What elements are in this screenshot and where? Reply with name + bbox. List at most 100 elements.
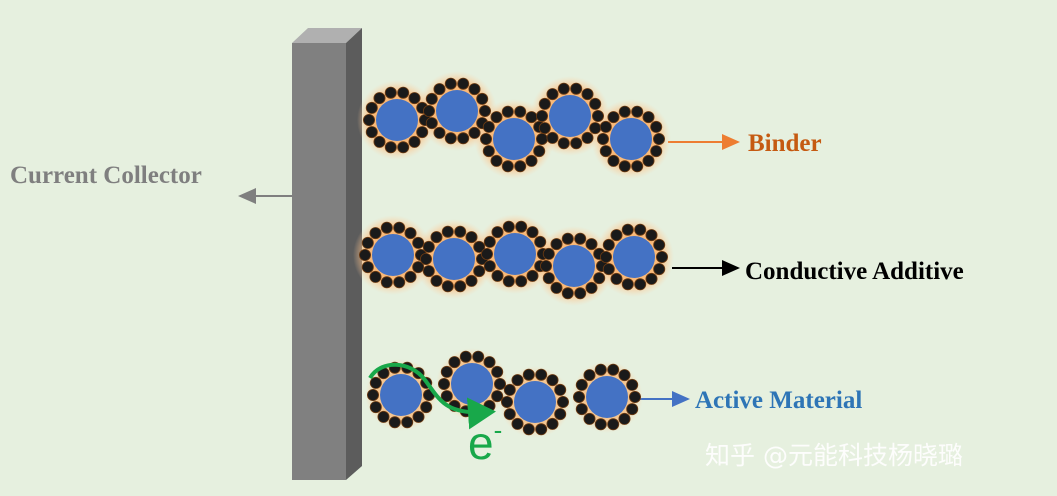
conductive-additive-dot	[554, 408, 567, 421]
conductive-additive-dot	[491, 269, 504, 282]
electron-path	[368, 362, 496, 430]
conductive-additive-dot	[412, 410, 425, 423]
conductive-additive-dot	[650, 145, 663, 158]
conductive-additive-dot	[369, 270, 382, 283]
conductive-additive-dot	[408, 92, 421, 105]
conductive-row	[353, 214, 674, 306]
conductive-additive-dot	[642, 154, 655, 167]
active-material-sphere	[549, 95, 591, 137]
conductive-additive-dot	[602, 238, 615, 251]
conductive-additive-dot	[483, 399, 496, 412]
conductive-additive-dot	[422, 265, 435, 278]
conductive-additive-dot	[373, 92, 386, 105]
conductive-additive-dot	[634, 223, 647, 236]
conductive-additive-dot	[501, 160, 514, 173]
conductive-additive-dot	[602, 263, 615, 276]
conductive-additive-dot	[493, 377, 506, 390]
conductive-additive-dot	[618, 105, 631, 118]
active-material-sphere	[372, 234, 414, 276]
conductive-additive-dot	[404, 270, 417, 283]
conductive-additive-dot	[369, 376, 382, 389]
conductive-additive-label: Conductive Additive	[745, 258, 964, 285]
conductive-additive-dot	[650, 120, 663, 133]
conductive-additive-dot	[557, 82, 570, 95]
conductive-additive-dot	[618, 412, 631, 425]
conductive-additive-dot	[430, 274, 443, 287]
conductive-additive-dot	[550, 281, 563, 294]
conductive-additive-dot	[397, 141, 410, 154]
conductive-additive-dot	[538, 122, 551, 135]
conductive-additive-dot	[607, 418, 620, 431]
conductive-additive-dot	[365, 126, 378, 139]
conductive-additive-dot	[561, 232, 574, 245]
binder-row	[357, 71, 671, 179]
conductive-additive-dot	[425, 92, 438, 105]
active-material-sphere	[376, 99, 418, 141]
conductive-additive-dot	[448, 356, 461, 369]
active-material-sphere	[493, 118, 535, 160]
conductive-additive-dot	[502, 275, 515, 288]
collector-top-face	[292, 28, 362, 43]
conductive-additive-dot	[502, 220, 515, 233]
conductive-additive-dot	[585, 281, 598, 294]
conductive-additive-dot	[425, 117, 438, 130]
conductive-additive-dot	[483, 260, 496, 273]
conductive-additive-dot	[589, 122, 602, 135]
conductive-additive-dot	[437, 377, 450, 390]
active-material-sphere	[613, 236, 655, 278]
conductive-additive-dot	[366, 388, 379, 401]
conductive-additive-dot	[362, 114, 375, 127]
conductive-additive-dot	[526, 269, 539, 282]
conductive-additive-dot	[514, 160, 527, 173]
conductive-additive-dot	[500, 395, 513, 408]
particle-rows	[353, 71, 674, 438]
conductive-additive-dot	[468, 126, 481, 139]
conductive-additive-dot	[525, 154, 538, 167]
active-material-sphere	[610, 118, 652, 160]
conductive-additive-dot	[491, 390, 504, 403]
conductive-additive-dot	[593, 272, 606, 285]
conductive-additive-dot	[629, 390, 642, 403]
conductive-additive-dot	[441, 280, 454, 293]
conductive-additive-dot	[546, 374, 559, 387]
conductive-additive-dot	[557, 137, 570, 150]
conductive-additive-dot	[361, 236, 374, 249]
conductive-additive-dot	[393, 276, 406, 289]
conductive-additive-dot	[542, 272, 555, 285]
conductive-additive-dot	[369, 401, 382, 414]
conductive-additive-dot	[594, 363, 607, 376]
conductive-additive-dot	[542, 247, 555, 260]
conductive-additive-dot	[515, 220, 528, 233]
conductive-additive-dot	[440, 365, 453, 378]
conductive-additive-dot	[592, 110, 605, 123]
conductive-additive-dot	[536, 110, 549, 123]
conductive-additive-dot	[422, 105, 435, 118]
conductive-additive-dot	[412, 236, 425, 249]
active-material-sphere	[586, 376, 628, 418]
conductive-additive-dot	[631, 160, 644, 173]
conductive-additive-dot	[618, 369, 631, 382]
conductive-additive-dot	[575, 403, 588, 416]
conductive-additive-dot	[373, 135, 386, 148]
conductive-additive-dot	[583, 412, 596, 425]
composite-particle	[536, 82, 605, 150]
conductive-additive-dot	[546, 417, 559, 430]
conductive-additive-dot	[514, 105, 527, 118]
conductive-additive-dot	[478, 105, 491, 118]
active-material-sphere	[494, 233, 536, 275]
conductive-additive-dot	[653, 132, 666, 145]
conductive-additive-dot	[534, 235, 547, 248]
conductive-additive-dot	[597, 132, 610, 145]
conductive-additive-dot	[388, 416, 401, 429]
composite-particle	[597, 105, 666, 173]
conductive-additive-dot	[645, 272, 658, 285]
conductive-additive-dot	[573, 390, 586, 403]
active-material-sphere	[436, 90, 478, 132]
conductive-additive-dot	[490, 154, 503, 167]
conductive-additive-dot	[546, 131, 559, 144]
conductive-additive-dot	[369, 227, 382, 240]
conductive-additive-dot	[503, 408, 516, 421]
conductive-additive-dot	[480, 247, 493, 260]
active-material-sphere	[380, 374, 422, 416]
conductive-additive-dot	[618, 160, 631, 173]
